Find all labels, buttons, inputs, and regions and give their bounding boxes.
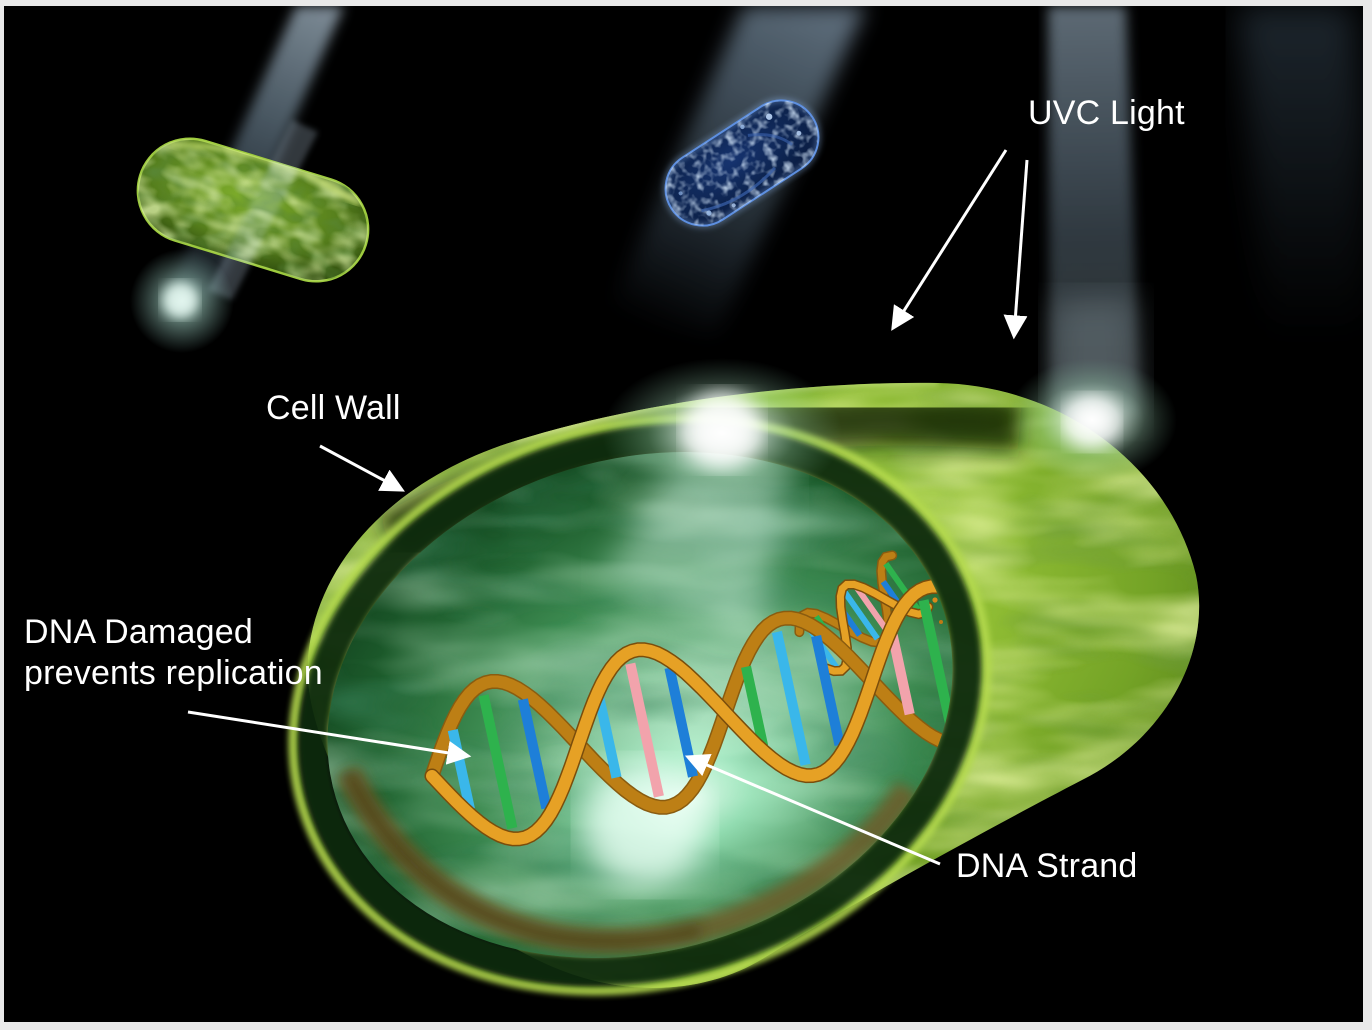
slide-canvas — [4, 6, 1363, 1022]
label-cell-wall: Cell Wall — [266, 389, 401, 427]
beam-through-bacterium — [208, 120, 318, 300]
arrow-uvc-right — [1003, 159, 1029, 340]
beam-exit-core — [162, 282, 198, 318]
blue-bacterium — [651, 86, 833, 240]
arrow-uvc-left — [891, 149, 1008, 331]
arrow-dna-damaged — [187, 710, 472, 765]
cutaway-rim — [298, 423, 982, 987]
illustration-svg — [4, 6, 1363, 1022]
arrow-dna-strand — [684, 754, 941, 866]
label-dna-strand: DNA Strand — [956, 847, 1138, 885]
uv-beam-far-right — [1238, 6, 1363, 350]
annotation-arrows — [187, 149, 1029, 866]
arrow-cell-wall — [319, 444, 405, 492]
cutaway-lip — [288, 414, 992, 996]
label-uvc-light: UVC Light — [1028, 94, 1185, 132]
green-bacterium-group — [124, 120, 382, 353]
label-dna-damaged-line2: prevents replication — [24, 654, 323, 692]
label-dna-damaged: DNA Damaged prevents replication — [24, 612, 323, 694]
label-dna-damaged-line1: DNA Damaged — [24, 613, 253, 651]
